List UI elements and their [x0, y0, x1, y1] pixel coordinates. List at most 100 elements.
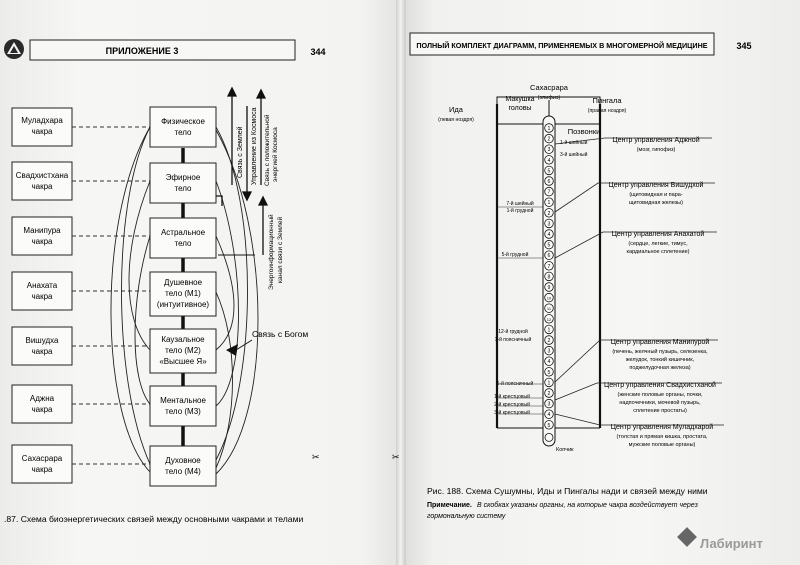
spine-label: 7-й шейный — [506, 200, 534, 207]
chakra-box-manipura — [11, 216, 73, 256]
vertebra-number: 2 — [548, 211, 551, 217]
center-title: Центр управления Манипурой — [611, 338, 710, 346]
right-header-bar — [409, 32, 715, 56]
body-label: Эфирное — [166, 173, 201, 182]
vertebra-circle — [544, 208, 554, 218]
vertebra-circle — [544, 303, 554, 313]
center-desc: щитовидная железы) — [629, 200, 683, 206]
vertebra-circle — [544, 239, 554, 250]
vertical-label: энергией Космоса — [271, 127, 279, 182]
spine-label: 3-й крестцовый — [494, 409, 530, 416]
chakra-label: Анахата — [27, 281, 58, 290]
vertebra-circle — [544, 292, 554, 303]
vertical-arrows — [216, 86, 269, 256]
body-label: Физическое — [161, 117, 205, 126]
arrow-head — [226, 344, 238, 356]
coccyx-label: Копчик — [556, 447, 574, 453]
vertical-label: Связь с Землей — [236, 126, 244, 178]
chakra-label: Свадхистхана — [16, 171, 69, 180]
vertebra-circle — [544, 165, 554, 176]
vertebra-circle — [544, 335, 554, 345]
right-caption: Рис. 188. Схема Сушумны, Иды и Пингалы н… — [427, 486, 708, 496]
left-header-bar — [29, 39, 296, 61]
vertebra-number: 7 — [548, 190, 551, 196]
center-desc: (сердце, легкие, тимус, — [628, 241, 688, 247]
right-arcs — [215, 126, 259, 475]
crown-label: Макушка — [505, 96, 534, 103]
vertebra-number: 8 — [548, 274, 551, 280]
vertebra-circle — [544, 324, 554, 335]
vertebra-circle — [544, 356, 554, 366]
chakra-label: Вишудха — [26, 336, 60, 345]
spine-label: 3-й шейный — [560, 151, 588, 158]
body-label: тело — [175, 184, 193, 193]
vertebra-number: 5 — [548, 243, 551, 249]
god-link-label: Связь с Богом — [252, 329, 308, 339]
vertebra-number: 10 — [547, 296, 552, 301]
vertebra-number: 3 — [548, 402, 551, 408]
vertebra-circle — [544, 367, 554, 377]
center-leaders — [554, 137, 724, 426]
chakra-label: чакра — [31, 405, 53, 414]
vertebrae-title: Позвонки — [568, 127, 601, 136]
spine-label: 1-й поясничный — [495, 336, 532, 343]
spine-label-leaders — [497, 206, 543, 415]
vertebra-number: 11 — [547, 306, 552, 311]
body-box-etheric — [149, 162, 217, 204]
vertebra-circle — [544, 377, 554, 388]
body-label: тело — [175, 128, 193, 137]
vertebra-number: 2 — [548, 338, 551, 344]
vertebra-circle — [544, 229, 554, 239]
chakra-box-svadhisthana — [11, 161, 73, 201]
left-page-number: 344 — [310, 47, 325, 57]
vertebra-circle — [544, 144, 554, 154]
body-label: Каузальное — [161, 335, 205, 344]
vertebra-number: 3 — [548, 221, 551, 227]
center-desc: мужские половые органы) — [629, 442, 696, 448]
vertebra-circle — [544, 388, 554, 398]
vertebra-number: 3 — [548, 349, 551, 355]
vertebra-number: 9 — [548, 285, 551, 291]
vertebra-number: 4 — [548, 359, 551, 365]
nadi-channels — [495, 96, 602, 429]
body-label: тело (М3) — [165, 407, 201, 416]
vertebra-number: 2 — [548, 391, 551, 397]
note-text: В скобках указаны органы, на которые чак… — [477, 501, 699, 509]
vertebra-circle — [544, 345, 554, 356]
spine-label: 2-й крестцовый — [494, 401, 530, 408]
vertebra-circle — [544, 409, 554, 419]
spine-label: 1-й грудной — [507, 207, 534, 214]
center-desc: желудок, тонкий кишечник, — [626, 356, 695, 363]
epiphysis-label: (эпифиз) — [538, 95, 561, 101]
vertebra-circle — [544, 271, 554, 282]
center-desc: сплетение простаты) — [633, 408, 687, 414]
body-box-causal — [149, 328, 217, 374]
vertebra-number: 12 — [547, 317, 552, 322]
chakra-label: Манипура — [23, 226, 61, 235]
watermark-text: Лабиринт — [700, 536, 763, 551]
chakra-box-vishuddha — [11, 326, 73, 366]
vertebra-number: 2 — [548, 137, 551, 143]
note-label: Примечание. — [427, 502, 472, 509]
body-label: Духовное — [165, 456, 201, 465]
vertebra-circle — [544, 398, 554, 409]
chakra-label: чакра — [31, 465, 53, 474]
chakra-label: Аджна — [30, 394, 55, 403]
vertical-label: канал связи с Землей — [276, 217, 284, 283]
vertebra-circle — [544, 123, 554, 133]
vertebra-number: 5 — [548, 168, 551, 174]
vertical-label: Энергоинформационный — [267, 214, 275, 290]
left-header-title: ПРИЛОЖЕНИЕ 3 — [106, 46, 179, 56]
vertebra-circle — [544, 250, 554, 260]
body-box-soul — [149, 271, 217, 317]
body-label: (интуитивное) — [157, 300, 209, 309]
body-label: «Высшее Я» — [159, 357, 207, 366]
chakra-label: Муладхара — [21, 116, 63, 125]
vertebra-number: 5 — [548, 423, 551, 429]
sahasrara-label: Сахасрара — [530, 83, 569, 92]
chakra-label: чакра — [31, 127, 53, 136]
body-label: тело (М1) — [165, 289, 201, 298]
vertebra-number: 3 — [548, 147, 551, 153]
